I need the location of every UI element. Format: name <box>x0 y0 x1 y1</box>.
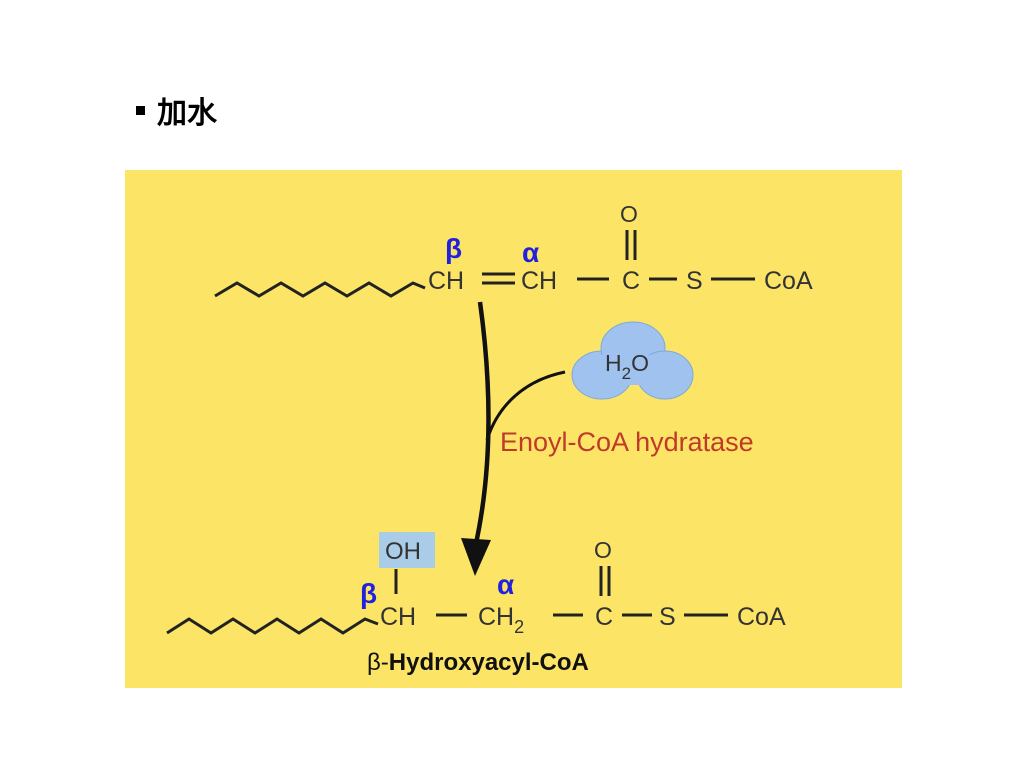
product-ch2: CH2 <box>478 603 524 637</box>
product-sulfur: S <box>659 603 676 631</box>
reactant-ch2: CH <box>521 267 557 295</box>
enzyme-label: Enoyl-CoA hydratase <box>500 427 754 457</box>
product-molecule: OH β CH α CH2 O C S CoA <box>166 532 786 637</box>
water-cloud-icon <box>571 321 694 400</box>
reactant-molecule: β CH α CH O C S CoA <box>214 201 813 298</box>
product-carbonyl-o: O <box>594 537 612 563</box>
product-beta-label: β <box>360 578 377 609</box>
reactant-carbonyl-c: C <box>622 267 640 295</box>
water-label: H2O <box>605 350 649 383</box>
reactant-alpha-label: α <box>522 237 539 268</box>
reactant-coa: CoA <box>764 267 813 295</box>
product-oh: OH <box>385 538 421 565</box>
product-alpha-label: α <box>497 569 514 600</box>
reaction-arrowhead-icon <box>461 538 491 576</box>
slide-bullet: 加水 <box>136 88 217 132</box>
product-coa: CoA <box>737 603 786 631</box>
oh-highlight <box>379 532 435 568</box>
reaction-diagram-svg: β CH α CH O C S CoA H2O <box>166 201 813 676</box>
product-fatty-chain <box>166 617 379 635</box>
product-carbonyl-c: C <box>595 603 613 631</box>
product-ch: CH <box>380 603 416 631</box>
water-input-arrow <box>485 370 566 441</box>
bullet-square-icon <box>136 105 145 115</box>
reaction-arrow <box>471 301 491 553</box>
reaction-diagram: β CH α CH O C S CoA H2O <box>125 170 902 688</box>
reactant-sulfur: S <box>686 267 703 295</box>
reactant-beta-label: β <box>445 233 462 264</box>
slide-title: 加水 <box>157 96 217 131</box>
reactant-ch1: CH <box>428 267 464 295</box>
reactant-fatty-chain <box>214 281 426 298</box>
reactant-carbonyl-o: O <box>620 201 638 227</box>
product-name: β-Hydroxyacyl-CoA <box>367 649 589 676</box>
